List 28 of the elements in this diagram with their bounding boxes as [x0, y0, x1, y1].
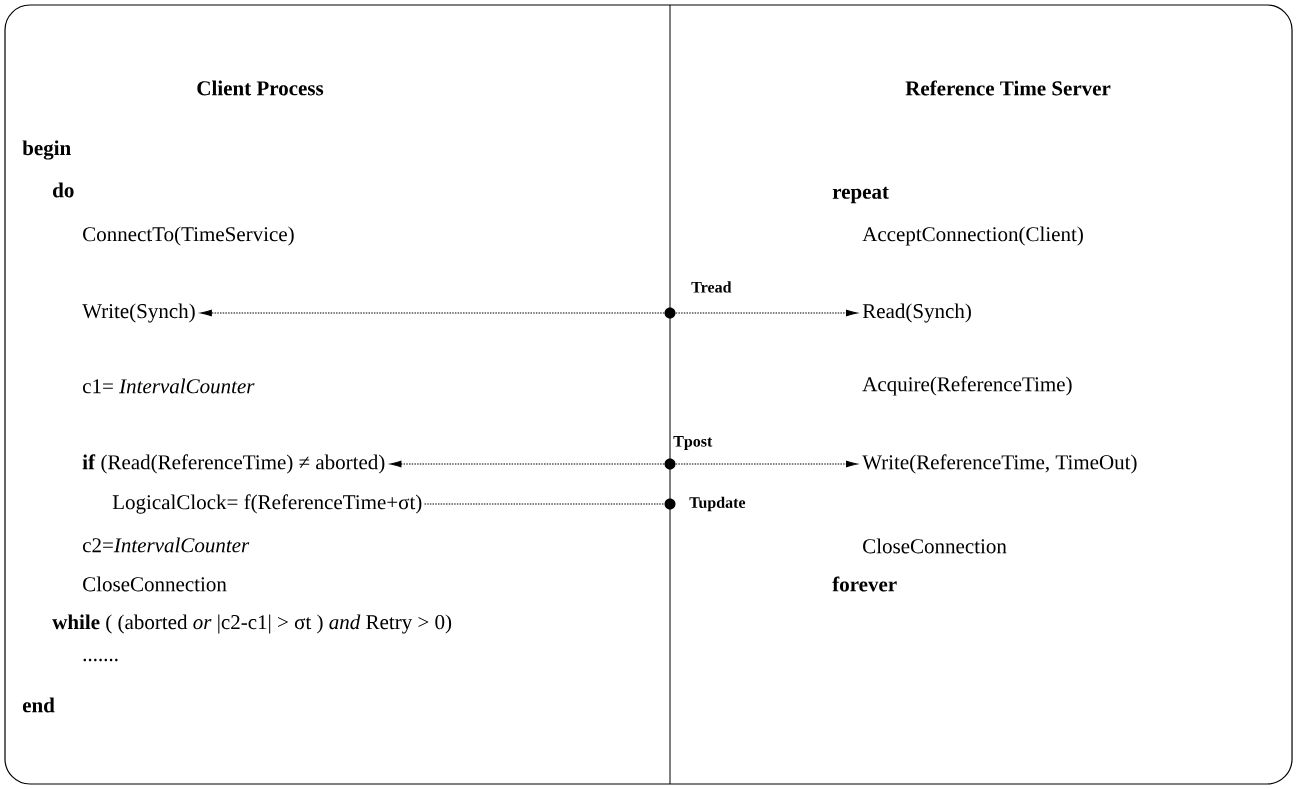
- arrow: [390, 460, 665, 468]
- keyword: do: [53, 182, 74, 198]
- keyword: repeat: [832, 186, 889, 204]
- time-label: Tupdate: [689, 496, 746, 512]
- time-label: Tpost: [673, 436, 713, 450]
- code-line: .......: [83, 658, 118, 662]
- code-line: if (Read(ReferenceTime) ≠ aborted): [82, 454, 385, 474]
- code-line: AcceptConnection(Client): [862, 226, 1083, 246]
- code-line: c1= IntervalCounter: [83, 378, 255, 394]
- arrow: [675, 309, 858, 317]
- code-line: CloseConnection: [863, 538, 1007, 554]
- code-line: Acquire(ReferenceTime): [862, 376, 1072, 396]
- keyword: end: [22, 697, 55, 713]
- code-line: LogicalClock= f(ReferenceTime+σt): [112, 494, 422, 514]
- arrow: [200, 309, 665, 317]
- code-line: c2=IntervalCounter: [83, 537, 250, 553]
- code-line: Read(Synch): [862, 303, 971, 323]
- arrow: [675, 460, 858, 468]
- code-line: CloseConnection: [83, 576, 227, 592]
- code-line: while ( (aborted or |c2-c1| > σt ) and Retry > 0): [52, 614, 452, 634]
- heading: Client Process: [197, 80, 324, 96]
- code-line: Write(ReferenceTime, TimeOut): [862, 454, 1137, 474]
- code-line: Write(Synch): [82, 303, 195, 323]
- time-label: Tread: [691, 281, 732, 293]
- heading: Reference Time Server: [905, 80, 1111, 96]
- code-line: ConnectTo(TimeService): [83, 226, 294, 246]
- keyword: forever: [832, 576, 897, 592]
- keyword: begin: [22, 140, 71, 160]
